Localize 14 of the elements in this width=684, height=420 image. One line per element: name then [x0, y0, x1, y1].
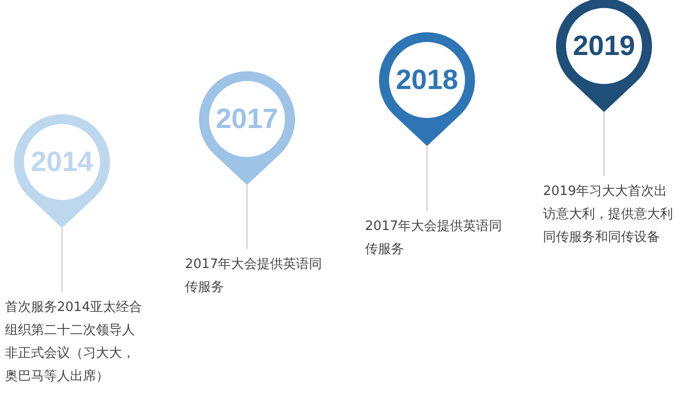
- milestone-text: 首次服务2014亚太经合组织第二十二次领导人非正式会议（习大大，奥巴马等人出席）: [5, 296, 145, 388]
- map-pin: [554, 0, 654, 112]
- year-label: 2014: [30, 145, 94, 179]
- year-label: 2019: [572, 29, 636, 63]
- year-label: 2017: [214, 102, 280, 136]
- milestone-text: 2017年大会提供英语同传服务: [365, 215, 515, 261]
- milestone-text: 2017年大会提供英语同传服务: [185, 253, 335, 299]
- connector-line: [246, 184, 248, 250]
- map-pin: [12, 112, 112, 228]
- milestone-text: 2019年习大大首次出访意大利，提供意大利同传服务和同传设备: [543, 180, 678, 249]
- map-pin: [197, 69, 297, 185]
- map-pin: [377, 30, 477, 146]
- year-label: 2018: [394, 63, 460, 97]
- connector-line: [426, 146, 428, 212]
